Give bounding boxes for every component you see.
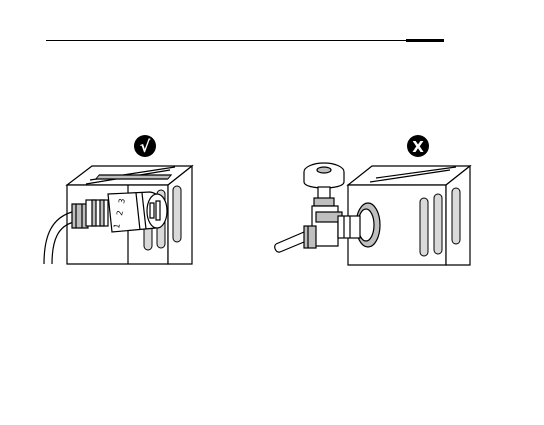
incorrect-installation: X bbox=[275, 135, 470, 265]
correct-installation: √ bbox=[44, 135, 192, 264]
supply-pipe-right bbox=[275, 232, 304, 252]
incorrect-badge: X bbox=[407, 135, 429, 157]
correct-badge-symbol: √ bbox=[140, 137, 151, 156]
incorrect-badge-symbol: X bbox=[412, 138, 424, 156]
correct-badge: √ bbox=[134, 135, 156, 157]
